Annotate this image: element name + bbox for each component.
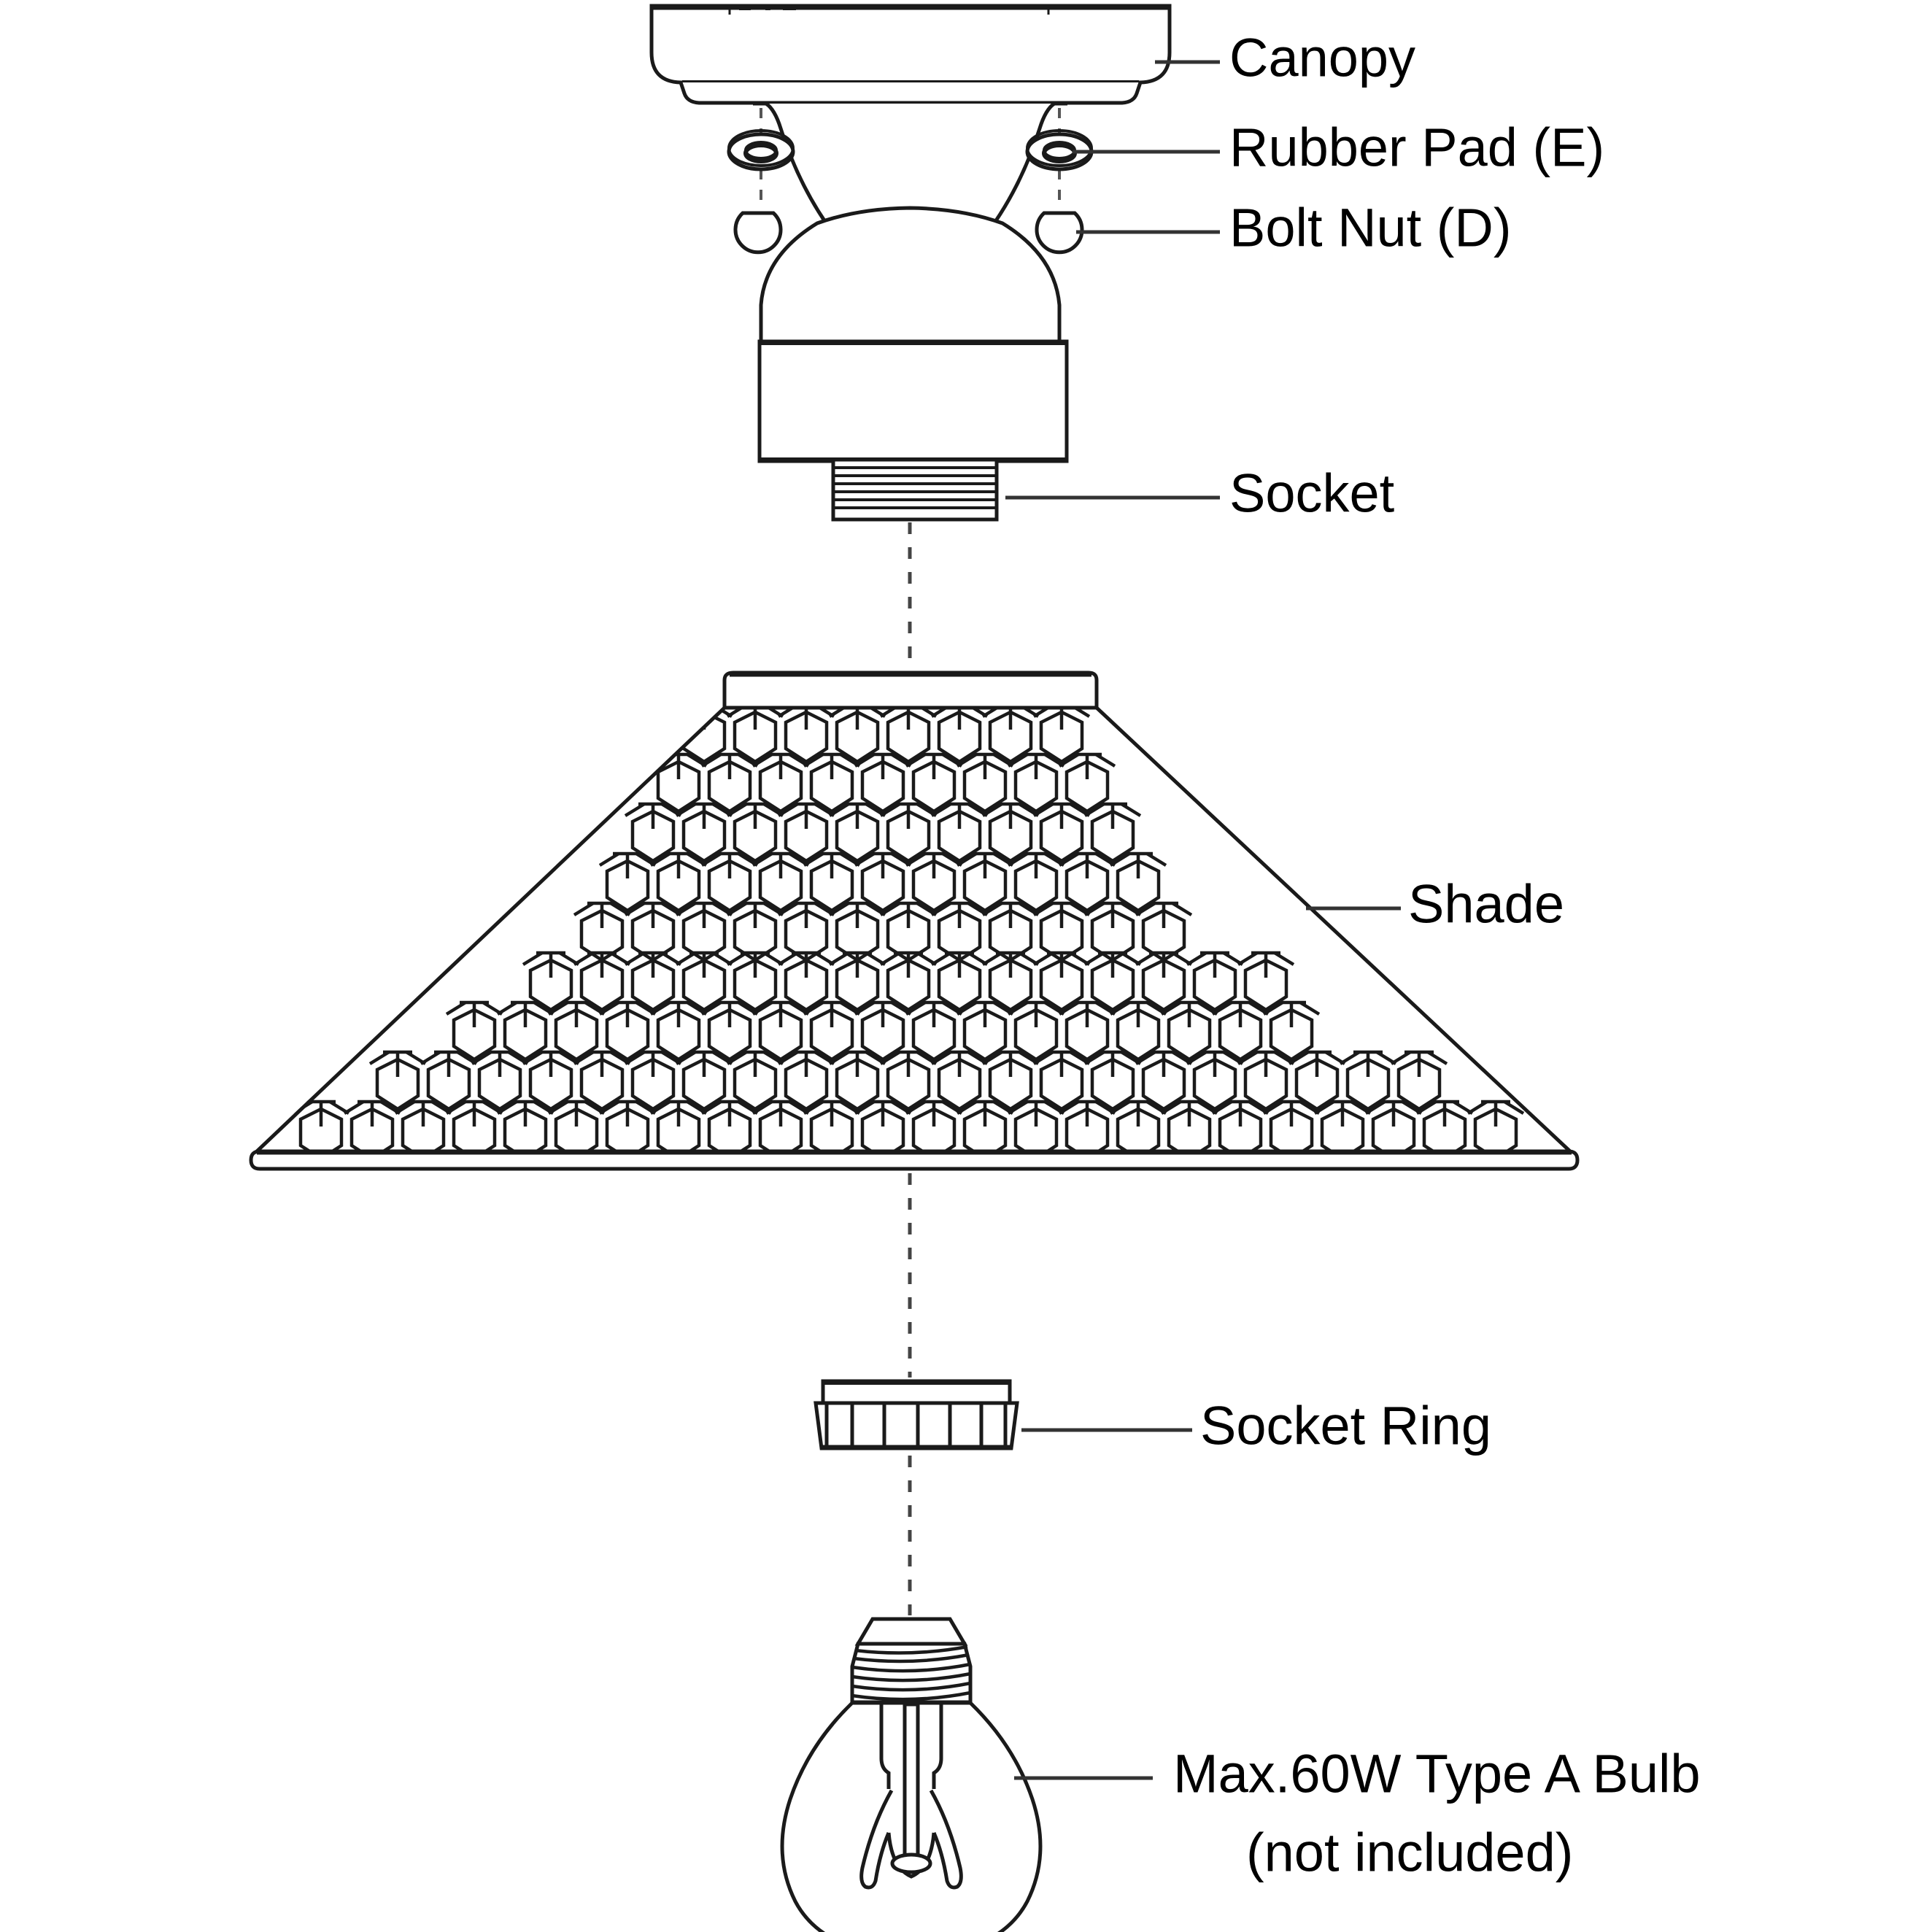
shade-bottom-rim	[249, 1149, 1580, 1171]
shade-collar	[722, 671, 1099, 710]
bulb-part	[780, 1617, 1043, 1932]
socket-part	[757, 206, 1069, 522]
label-canopy: Canopy	[1229, 28, 1415, 88]
bolt-nut-right	[1035, 211, 1084, 255]
leader-lines	[1005, 60, 1401, 1780]
label-bulb-note: (not included)	[1246, 1823, 1573, 1883]
label-bulb: Max.60W Type A Bulb	[1173, 1744, 1701, 1804]
label-shade: Shade	[1408, 874, 1564, 935]
shade-part	[249, 671, 1580, 1171]
label-rubber-pad: Rubber Pad (E)	[1229, 117, 1604, 178]
label-bolt-nut: Bolt Nut (D)	[1229, 198, 1512, 258]
label-socket-ring: Socket Ring	[1200, 1396, 1491, 1456]
canopy-part	[649, 4, 1172, 105]
socket-thread	[831, 457, 999, 522]
label-socket: Socket	[1229, 463, 1395, 524]
bolt-nut-left	[733, 211, 783, 255]
rubber-pad-left	[727, 129, 795, 171]
rubber-pad-right	[1025, 129, 1094, 171]
socket-ring-part	[814, 1379, 1019, 1450]
